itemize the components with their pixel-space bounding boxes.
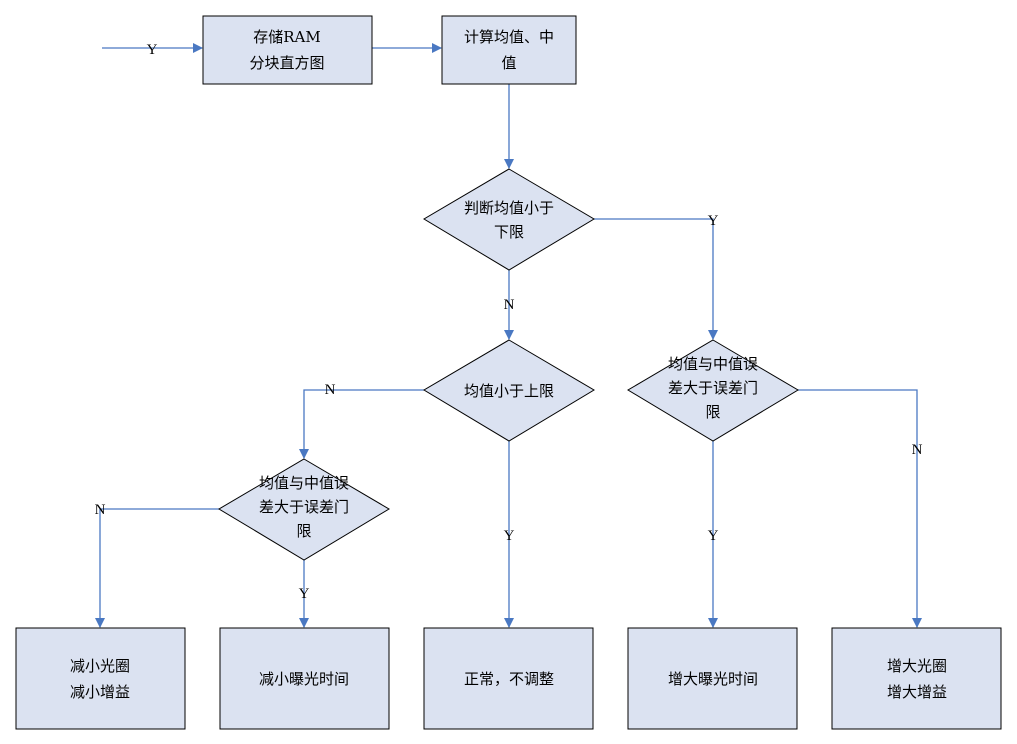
output-increase-exposure: 增大曝光时间 bbox=[627, 627, 798, 730]
b5-line-2: 增大增益 bbox=[887, 683, 947, 701]
d1-line-1: 判断均值小于 bbox=[464, 199, 554, 217]
output-increase-aperture-gain: 增大光圈 增大增益 bbox=[831, 627, 1002, 730]
calc-line-1: 计算均值、中 bbox=[464, 28, 554, 46]
output-normal: 正常，不调整 bbox=[423, 627, 594, 730]
b2-line-1: 减小曝光时间 bbox=[259, 670, 349, 688]
edge-d4-no bbox=[798, 389, 922, 628]
decision-error-right: 均值与中值误 差大于误差门 限 bbox=[627, 339, 799, 442]
decision-mean-below-lower: 判断均值小于 下限 bbox=[423, 168, 595, 271]
b1-line-1: 减小光圈 bbox=[70, 657, 130, 675]
store-ram-line-1: 存储RAM bbox=[253, 28, 321, 46]
store-ram-line-2: 分块直方图 bbox=[249, 54, 324, 72]
label-d4-yes: Y bbox=[708, 528, 719, 544]
decision-mean-below-upper: 均值小于上限 bbox=[423, 339, 595, 442]
b3-line-1: 正常，不调整 bbox=[464, 670, 554, 688]
d3-line-2: 差大于误差门 bbox=[259, 498, 349, 516]
d4-line-3: 限 bbox=[705, 403, 720, 421]
label-d2-no: N bbox=[325, 382, 336, 398]
d2-line-1: 均值小于上限 bbox=[464, 382, 554, 400]
edge-d3-no bbox=[95, 508, 219, 628]
connectors bbox=[95, 43, 922, 628]
d3-line-3: 限 bbox=[296, 522, 311, 540]
label-d4-no: N bbox=[912, 442, 923, 458]
calc-mean-median-box: 计算均值、中 值 bbox=[441, 15, 577, 85]
decision-error-left: 均值与中值误 差大于误差门 限 bbox=[218, 458, 390, 561]
store-ram-box: 存储RAM 分块直方图 bbox=[202, 15, 373, 85]
edge-d1-yes bbox=[594, 218, 718, 340]
edge-labels: Y Y N N Y N Y Y N bbox=[95, 42, 923, 602]
label-entry: Y bbox=[147, 42, 158, 58]
calc-line-2: 值 bbox=[501, 54, 516, 72]
label-d3-yes: Y bbox=[299, 586, 310, 602]
label-d2-yes: Y bbox=[504, 528, 515, 544]
label-d3-no: N bbox=[95, 502, 106, 518]
label-d1-yes: Y bbox=[708, 213, 719, 229]
d4-line-2: 差大于误差门 bbox=[668, 379, 758, 397]
label-d1-no: N bbox=[504, 297, 515, 313]
edge-d2-no bbox=[299, 389, 424, 459]
b1-line-2: 减小增益 bbox=[70, 683, 130, 701]
d1-line-2: 下限 bbox=[494, 223, 524, 241]
d4-line-1: 均值与中值误 bbox=[668, 355, 758, 373]
b4-line-1: 增大曝光时间 bbox=[668, 670, 758, 688]
d3-line-1: 均值与中值误 bbox=[259, 474, 349, 492]
output-reduce-aperture-gain: 减小光圈 减小增益 bbox=[15, 627, 186, 730]
output-reduce-exposure: 减小曝光时间 bbox=[219, 627, 390, 730]
b5-line-1: 增大光圈 bbox=[887, 657, 947, 675]
